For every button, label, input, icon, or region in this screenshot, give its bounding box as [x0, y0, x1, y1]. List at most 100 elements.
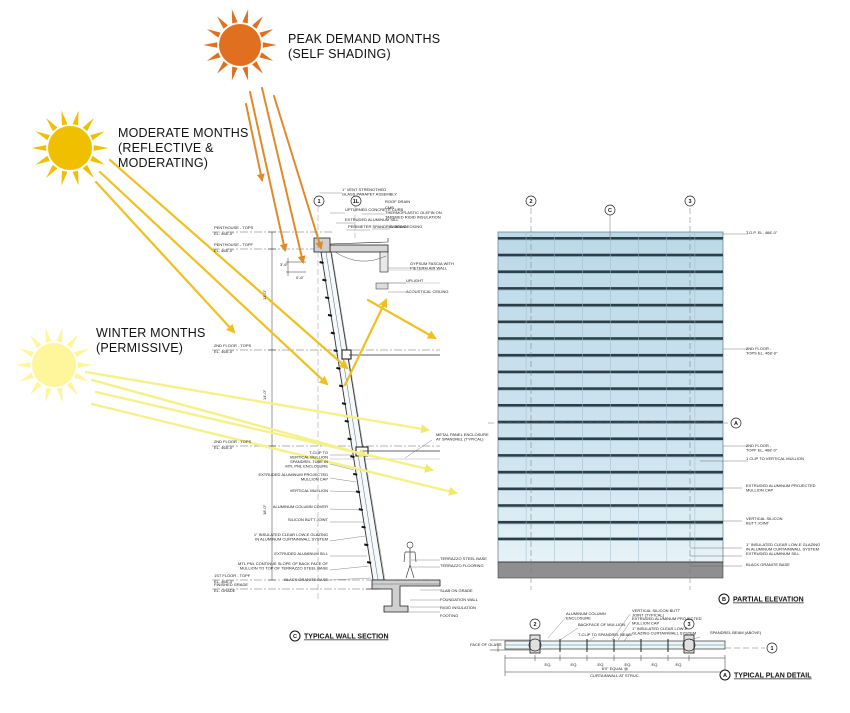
mullion-cap-tick	[333, 349, 338, 353]
level-elevation: EL. 468'-0"	[214, 248, 234, 253]
moderate-reflected-ray	[366, 298, 437, 340]
grid-bubble-plan-2: 2	[533, 622, 536, 628]
moderate-months-line-1: MODERATE MONTHS	[118, 126, 249, 140]
level-name: PENTHOUSE - TOPS	[214, 225, 254, 230]
section-note-left: VERTICAL MULLION	[290, 488, 328, 493]
mullion-cap-tick	[319, 261, 324, 264]
section-note-left: MULLION TO TOP OF TERRAZZO STEEL BASE	[240, 566, 328, 571]
section-note-left: T-CLIP TO	[309, 450, 328, 455]
plan-wall-dimension: CURTAINWALL AT STRUC.	[590, 673, 640, 678]
mullion-cap-tick	[350, 455, 355, 459]
mullion-cap-tick	[358, 508, 364, 512]
partial-elevation-title-letter: B	[722, 597, 726, 603]
moderate-reflected-ray	[343, 298, 388, 387]
winter-months-sun-icon-beam	[56, 327, 63, 343]
elevation-note: VERTICAL SILICON	[746, 516, 783, 521]
typical-plan-detail-title: TYPICAL PLAN DETAIL	[734, 673, 812, 680]
section-note-left: MULLION CAP	[301, 477, 328, 482]
elevation-note: TOPS EL. 468'-0"	[746, 351, 778, 356]
section-note-left: 1" INSULATED CLEAR LOW-E GLAZING	[254, 532, 328, 537]
elevation-note: MULLION CAP	[746, 488, 773, 493]
section-note: PERIMETER SPANDREL BEAM	[348, 224, 406, 229]
winter-months-sun-icon-beam	[30, 334, 42, 349]
peak-demand-line-1: PEAK DEMAND MONTHS	[288, 32, 441, 46]
black-granite-base	[497, 561, 724, 579]
grid-bubble-elev-2-circle	[525, 195, 537, 207]
moderate-months-line-3: MODERATING)	[118, 156, 209, 170]
section-note: GLASS PARAPET ASSEMBLY	[342, 192, 397, 197]
winter-months-sun-icon-beam	[66, 381, 78, 396]
plan-note: SPANDREL BEAM (ABOVE)	[710, 630, 762, 635]
plan-note: 1" INSULATED CLEAR LOW-E	[632, 626, 688, 631]
winter-months-sun-icon-beam	[77, 362, 93, 368]
section-dimension: 18'-0"	[262, 504, 267, 515]
section-note-left: MTL PNL ENCLOSURE	[285, 464, 328, 469]
mullion-cap-tick	[341, 402, 347, 406]
peak-demand-sun-icon-beam	[217, 61, 228, 74]
elevation-note: BLACK GRANITE BASE	[746, 562, 790, 567]
plan-overall-dimension: 6'0" EQUAL @	[602, 666, 628, 671]
winter-months-line-2: (PERMISSIVE)	[96, 341, 184, 355]
section-note: TERRAZZO STEEL BASE	[440, 556, 487, 561]
partial-elevation-title: PARTIAL ELEVATION	[733, 597, 804, 604]
peak-demand-sun-icon	[203, 9, 277, 81]
grid-bubble-elev-2: 2	[529, 199, 532, 205]
level-elevation: EL. 468'-0"	[214, 349, 234, 354]
section-note: FOUNDATION WALL	[440, 597, 479, 602]
moderate-months-sun-icon-beam	[35, 131, 50, 141]
peak-demand-sun-icon-beam	[262, 42, 277, 48]
section-note-left: MTL PNL CONTINUE SLOPE OF BACK FACE OF	[238, 561, 328, 566]
grid-bubble-section-1l-circle	[350, 195, 362, 207]
level-name: 2ND FLOOR - TOPS	[214, 343, 252, 348]
elevation-note: T.O.P. EL. 468'-0"	[746, 230, 778, 235]
plan-note: ENCLOSURE	[566, 616, 591, 621]
section-note-left: SPANDREL TUBE IN	[290, 459, 328, 464]
section-dimension: 3'-6"	[280, 262, 289, 267]
grid-bubble-elev-a-circle	[730, 417, 742, 429]
moderate-months-sun-icon-beam	[35, 155, 50, 165]
elevation-note: TOPF EL. 468'-0"	[746, 448, 778, 453]
suns	[15, 9, 277, 403]
moderate-months-sun-icon-beam	[90, 155, 105, 165]
elevation-note: BUTT JOINT	[746, 521, 770, 526]
winter-months-sun-icon-beam	[19, 348, 34, 358]
plan-note: BACKFACE OF MULLION	[578, 622, 625, 627]
peak-demand-sun-icon-beam	[206, 29, 221, 38]
section-note-left: EXTRUDED ALUMINUM SILL	[274, 551, 328, 556]
peak-demand-sun-icon-beam	[252, 61, 263, 74]
elevation-note: IN ALUMINUM CURTAINWALL SYSTEM	[746, 547, 819, 552]
moderate-months-sun-icon-disc	[48, 126, 92, 170]
section-note-left: IN ALUMINUM CURTAINWALL SYSTEM	[255, 537, 328, 542]
level-elevation: EL. 468'-0"	[214, 231, 234, 236]
peak-demand-sun-icon-beam	[231, 66, 238, 81]
plan-module-dimension: EQ.	[571, 662, 578, 667]
winter-ray	[94, 390, 434, 473]
peak-demand-sun-icon-beam	[252, 16, 263, 29]
peak-ray	[261, 87, 306, 264]
peak-demand-sun-icon-beam	[203, 42, 218, 48]
winter-months-sun-icon-beam	[19, 372, 34, 382]
typical-wall-section-title: TYPICAL WALL SECTION	[304, 634, 389, 641]
section-note: METAL PANEL ENCLOSURE	[436, 432, 489, 437]
peak-ray	[249, 91, 288, 252]
mullion-cap-tick	[336, 366, 341, 370]
plan-module-dimension: EQ.	[598, 662, 605, 667]
winter-months-label: WINTER MONTHS (PERMISSIVE)	[96, 326, 206, 356]
winter-months-sun-icon-beam	[45, 387, 52, 403]
partial-elevation-title-circle	[718, 593, 730, 605]
peak-ray	[245, 103, 265, 182]
peak-ray	[273, 95, 324, 250]
moderate-months-sun-icon-beam	[82, 164, 94, 179]
grid-bubble-plan-3: 3	[687, 622, 690, 628]
grid-bubble-elev-3-circle	[684, 195, 696, 207]
moderate-months-sun-icon-beam	[46, 164, 58, 179]
moderate-ray	[94, 180, 236, 334]
peak-demand-sun-icon-beam	[206, 52, 221, 61]
level-name: FINISHED GRADE	[214, 582, 248, 587]
elevation-note: 2ND FLOOR -	[746, 443, 772, 448]
moderate-months-sun-icon-beam	[72, 170, 79, 186]
mullion-cap-tick	[330, 331, 336, 335]
plan-note: MULLION CAP	[632, 621, 659, 626]
grid-bubble-plan-2-circle	[529, 618, 541, 630]
